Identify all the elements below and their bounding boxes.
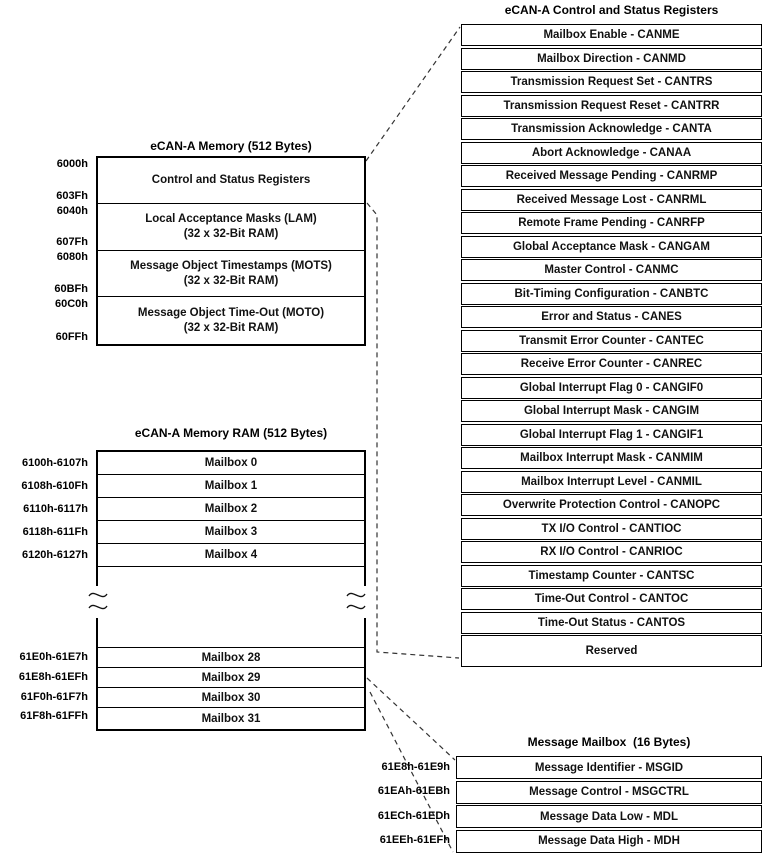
memory-region-row: Local Acceptance Masks (LAM) (32 x 32-Bi… (98, 204, 364, 251)
register-row: Time-Out Control - CANTOC (461, 588, 762, 610)
mailbox-row: Mailbox 28 (98, 648, 364, 668)
mailbox-row: Mailbox 1 (98, 475, 364, 498)
dashed-connector-line (365, 26, 461, 162)
address-label: 607Fh (56, 236, 88, 248)
register-row: Transmission Request Set - CANTRS (461, 71, 762, 93)
mailbox-row: Mailbox 2 (98, 498, 364, 521)
memory-region-label: Local Acceptance Masks (LAM) (145, 213, 317, 226)
address-label: 61ECh-61EDh (377, 810, 450, 822)
break-squiggle-icon (344, 586, 368, 618)
register-row: Abort Acknowledge - CANAA (461, 141, 762, 164)
address-label: 6080h (56, 251, 88, 263)
dashed-connector-line (366, 677, 456, 761)
address-label: 60FFh (55, 331, 88, 343)
memory-region-row: Message Object Time-Out (MOTO) (32 x 32-… (98, 297, 364, 344)
address-label: 6100h-6107h (21, 457, 88, 469)
memory-region-row: Control and Status Registers (98, 158, 364, 204)
register-row-reserved: Reserved (461, 635, 762, 667)
register-row: Received Message Pending - CANRMP (461, 165, 762, 187)
address-label: 61EEh-61EFh (379, 834, 450, 846)
mailbox-label: Mailbox 0 (204, 457, 258, 469)
register-row: Transmit Error Counter - CANTEC (461, 329, 762, 352)
mailbox-row: Mailbox 0 (98, 452, 364, 475)
mailbox-label: Mailbox 2 (204, 503, 258, 515)
memory-region-row: Message Object Timestamps (MOTS) (32 x 3… (98, 251, 364, 297)
register-row: Mailbox Interrupt Level - CANMIL (461, 470, 762, 493)
mailbox-row: Mailbox 29 (98, 668, 364, 688)
address-label: 60C0h (54, 298, 88, 310)
address-label: 6120h-6127h (21, 549, 88, 561)
dashed-connector-line (366, 202, 460, 659)
address-label: 61E8h-61EFh (18, 671, 88, 683)
message-mailbox-row: Message Data High - MDH (456, 829, 762, 853)
address-label: 61F0h-61F7h (20, 691, 88, 703)
mailbox-ram-block: Mailbox 0 Mailbox 1 Mailbox 2 Mailbox 3 … (96, 450, 366, 731)
address-label: 6108h-610Fh (21, 480, 88, 492)
address-label: 61E8h-61E9h (381, 761, 450, 773)
message-mailbox-block: Message Identifier - MSGID Message Contr… (456, 756, 762, 854)
address-break-gap (98, 567, 364, 648)
register-row: Transmission Request Reset - CANTRR (461, 94, 762, 117)
memory-region-sublabel: (32 x 32-Bit RAM) (183, 228, 279, 240)
ram-block-title: eCAN-A Memory RAM (512 Bytes) (134, 426, 328, 440)
register-row: Timestamp Counter - CANTSC (461, 564, 762, 587)
register-row: Mailbox Direction - CANMD (461, 47, 762, 70)
register-row: Mailbox Interrupt Mask - CANMIM (461, 447, 762, 469)
address-label: 603Fh (56, 190, 88, 202)
mailbox-label: Mailbox 29 (201, 671, 261, 684)
mailbox-label: Mailbox 1 (204, 480, 258, 492)
message-mailbox-row: Message Identifier - MSGID (456, 756, 762, 779)
memory-block-title: eCAN-A Memory (512 Bytes) (150, 139, 312, 153)
register-row: Master Control - CANMC (461, 259, 762, 281)
message-mailbox-title: Message Mailbox (16 Bytes) (527, 735, 691, 749)
mailbox-row: Mailbox 31 (98, 708, 364, 729)
register-row: Received Message Lost - CANRML (461, 188, 762, 211)
register-row: TX I/O Control - CANTIOC (461, 517, 762, 540)
register-row: RX I/O Control - CANRIOC (461, 541, 762, 563)
register-row: Global Interrupt Flag 0 - CANGIF0 (461, 376, 762, 399)
address-label: 61F8h-61FFh (20, 710, 88, 722)
register-row: Mailbox Enable - CANME (461, 24, 762, 46)
mailbox-label: Mailbox 4 (204, 549, 258, 561)
control-status-registers-block: Mailbox Enable - CANME Mailbox Direction… (461, 24, 762, 669)
address-label: 6000h (56, 158, 88, 170)
memory-region-label: Message Object Timestamps (MOTS) (130, 259, 332, 272)
address-label: 60BFh (54, 283, 88, 295)
message-mailbox-row: Message Data Low - MDL (456, 805, 762, 828)
mailbox-label: Mailbox 3 (204, 526, 258, 538)
register-row: Global Acceptance Mask - CANGAM (461, 235, 762, 258)
address-label: 6118h-611Fh (22, 526, 88, 538)
mailbox-label: Mailbox 28 (201, 651, 261, 664)
register-row: Transmission Acknowledge - CANTA (461, 118, 762, 140)
message-mailbox-row: Message Control - MSGCTRL (456, 780, 762, 804)
ecan-memory-block: Control and Status Registers Local Accep… (96, 156, 366, 346)
mailbox-row: Mailbox 3 (98, 521, 364, 544)
register-row: Receive Error Counter - CANREC (461, 353, 762, 375)
register-row: Overwrite Protection Control - CANOPC (461, 494, 762, 516)
mailbox-label: Mailbox 31 (201, 712, 261, 725)
mailbox-row: Mailbox 30 (98, 688, 364, 708)
break-squiggle-icon (86, 586, 110, 618)
register-row: Bit-Timing Configuration - CANBTC (461, 282, 762, 305)
address-label: 6040h (56, 205, 88, 217)
memory-region-label: Control and Status Registers (151, 174, 311, 187)
memory-region-sublabel: (32 x 32-Bit RAM) (183, 321, 279, 334)
memory-region-label: Message Object Time-Out (MOTO) (137, 306, 325, 319)
register-row: Remote Frame Pending - CANRFP (461, 212, 762, 234)
address-label: 61E0h-61E7h (19, 651, 88, 663)
register-row: Global Interrupt Mask - CANGIM (461, 400, 762, 422)
register-row: Error and Status - CANES (461, 306, 762, 328)
registers-block-title: eCAN-A Control and Status Registers (504, 3, 719, 17)
mailbox-label: Mailbox 30 (201, 691, 261, 704)
register-row: Time-Out Status - CANTOS (461, 611, 762, 634)
mailbox-row: Mailbox 4 (98, 544, 364, 567)
memory-region-sublabel: (32 x 32-Bit RAM) (183, 274, 279, 287)
address-label: 6110h-6117h (23, 503, 88, 515)
address-label: 61EAh-61EBh (377, 785, 450, 797)
register-row: Global Interrupt Flag 1 - CANGIF1 (461, 423, 762, 446)
